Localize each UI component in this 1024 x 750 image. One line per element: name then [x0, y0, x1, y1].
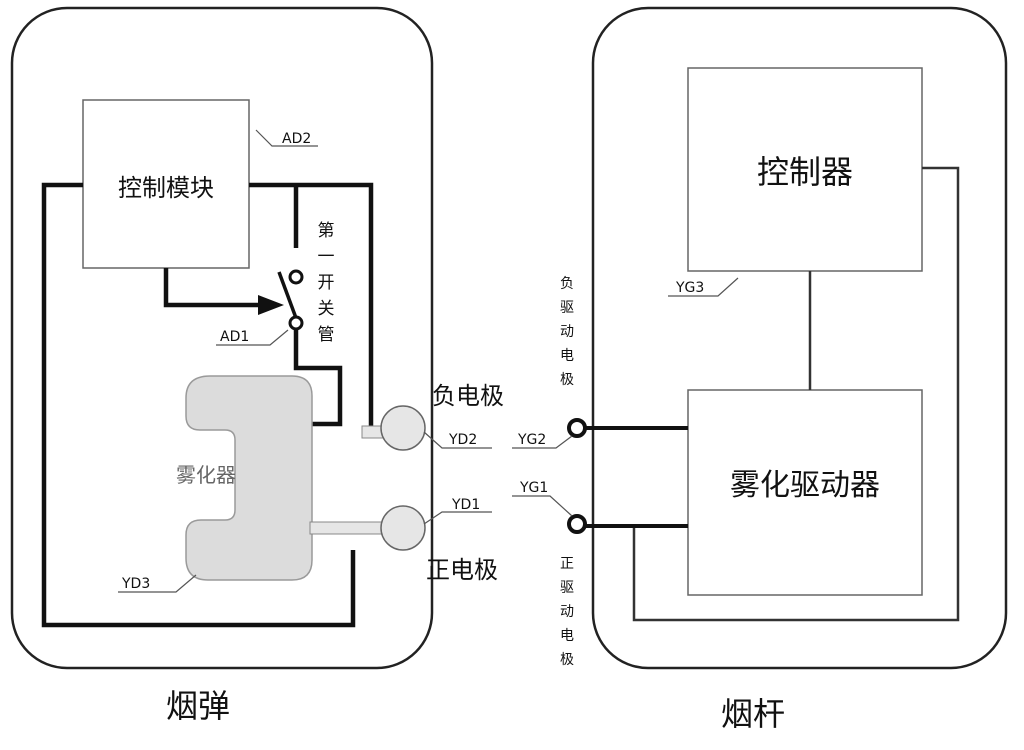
neg-drive-terminal: [567, 418, 587, 438]
neg-electrode-terminal: [380, 405, 426, 451]
cartridge-title: 烟弹: [166, 687, 230, 725]
neg-drive-label-2: 动: [560, 324, 574, 340]
yd1-leader: [423, 511, 492, 525]
driver-label: 雾化驱动器: [730, 468, 880, 503]
controller-box: [687, 67, 923, 272]
neg-drive-label-4: 极: [560, 372, 574, 388]
rod-wiring: [632, 166, 960, 622]
pos-drive-label-1: 驱: [560, 580, 574, 596]
switch-lever: [277, 271, 298, 319]
pos-electrode-label: 正电极: [426, 556, 498, 584]
switch-label-3: 关: [318, 299, 335, 319]
yg2-leader: [512, 435, 573, 449]
yd2-leader: [423, 431, 492, 449]
control-module-box: [82, 99, 250, 269]
rod-drive-wires: [584, 426, 688, 528]
driver-box: [687, 389, 923, 596]
ad1-label: AD1: [220, 329, 249, 345]
neg-drive-label-0: 负: [560, 276, 574, 292]
pos-drive-label-4: 极: [560, 652, 574, 668]
switch-top-contact: [288, 269, 304, 285]
ad2-leader: [255, 129, 318, 147]
switch-gate-arrow: [258, 295, 284, 315]
ad1-leader: [216, 329, 289, 346]
switch-label-4: 管: [318, 325, 335, 345]
neg-drive-label-3: 电: [560, 348, 574, 364]
cartridge-housing: [10, 6, 434, 670]
yd3-label: YD3: [121, 576, 150, 592]
atomizer-pos-bar: [309, 521, 387, 535]
neg-electrode-label: 负电极: [432, 382, 504, 410]
pos-drive-terminal: [567, 514, 587, 534]
switch-label-1: 一: [318, 247, 335, 267]
atomizer-shape: [185, 375, 313, 581]
yg3-label: YG3: [675, 280, 704, 296]
pos-drive-label-2: 动: [560, 604, 574, 620]
yd3-leader: [118, 574, 197, 593]
yg2-label: YG2: [517, 432, 546, 448]
yd2-label: YD2: [448, 432, 477, 448]
controller-label: 控制器: [757, 153, 853, 191]
yd1-label: YD1: [451, 497, 480, 513]
yg3-leader: [668, 277, 739, 297]
neg-drive-label-1: 驱: [560, 300, 574, 316]
switch-label-2: 开: [318, 273, 335, 293]
switch-bottom-contact: [288, 315, 304, 331]
pos-drive-label-3: 电: [560, 628, 574, 644]
rod-title: 烟杆: [721, 695, 785, 733]
ad2-label: AD2: [282, 131, 311, 147]
switch-label-0: 第: [318, 221, 335, 241]
control-module-label: 控制模块: [118, 174, 214, 202]
yg1-label: YG1: [519, 480, 548, 496]
yg1-leader: [512, 495, 573, 517]
rod-housing: [591, 6, 1008, 670]
pos-electrode-terminal: [380, 505, 426, 551]
atomizer-label: 雾化器: [176, 463, 236, 487]
pos-drive-label-0: 正: [560, 556, 574, 572]
